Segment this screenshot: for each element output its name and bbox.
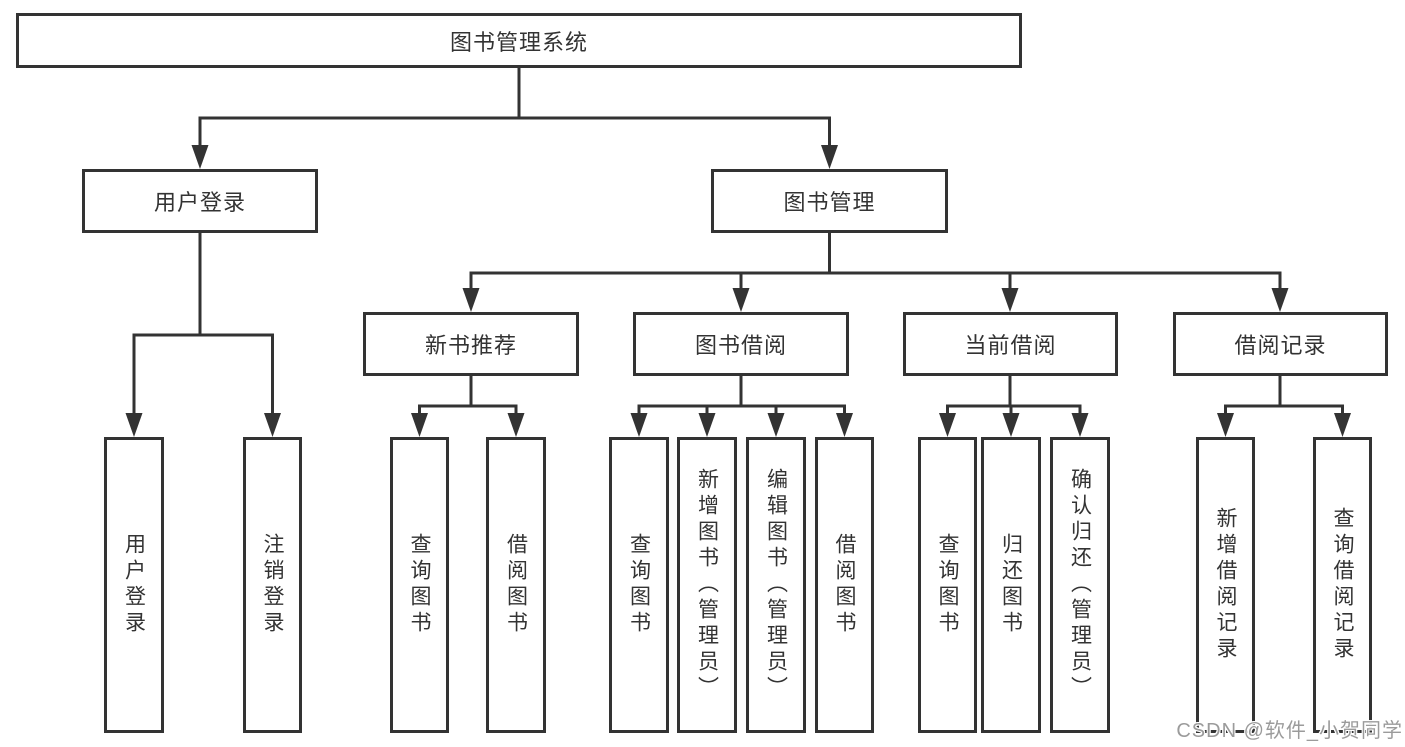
leaf-borrow-books-recommend: 借阅图书: [486, 437, 546, 733]
leaf-query-borrow-record: 查询借阅记录: [1313, 437, 1372, 733]
arrow-down-icon: [1217, 413, 1234, 437]
arrow-down-icon: [698, 413, 716, 437]
arrow-down-icon: [836, 413, 853, 437]
node-label: 借阅记录: [1234, 333, 1327, 358]
node-label: 新增图书（管理员）: [695, 468, 719, 702]
leaf-confirm-return-admin: 确认归还（管理员）: [1050, 437, 1110, 733]
node-label: 查询图书: [408, 533, 431, 637]
node-borrowing-records: 借阅记录: [1173, 312, 1388, 376]
node-label: 新书推荐: [424, 333, 517, 358]
node-label: 用户登录: [122, 533, 146, 637]
arrow-down-icon: [1271, 288, 1289, 312]
node-label: 当前借阅: [964, 333, 1057, 358]
arrow-down-icon: [462, 288, 480, 312]
leaf-query-books-recommend: 查询图书: [390, 437, 449, 733]
leaf-logout: 注销登录: [243, 437, 302, 733]
arrow-down-icon: [821, 145, 838, 169]
arrow-down-icon: [732, 288, 750, 312]
node-label: 借阅图书: [833, 533, 856, 637]
node-label: 借阅图书: [504, 533, 528, 637]
arrow-down-icon: [1002, 413, 1020, 437]
node-label: 用户登录: [153, 190, 246, 215]
leaf-query-books-current: 查询图书: [918, 437, 977, 733]
node-label: 图书管理: [783, 190, 876, 215]
arrow-down-icon: [939, 413, 956, 437]
node-label: 注销登录: [261, 533, 284, 637]
node-label: 图书借阅: [694, 333, 787, 358]
arrow-down-icon: [1334, 413, 1351, 437]
node-book-management: 图书管理: [711, 169, 948, 233]
node-label: 查询图书: [936, 533, 959, 637]
node-root: 图书管理系统: [16, 13, 1022, 68]
arrow-down-icon: [125, 413, 143, 437]
leaf-edit-books-admin: 编辑图书（管理员）: [746, 437, 806, 733]
leaf-return-books: 归还图书: [981, 437, 1041, 733]
leaf-query-books-borrowing: 查询图书: [609, 437, 669, 733]
arrow-down-icon: [1001, 288, 1019, 312]
leaf-add-books-admin: 新增图书（管理员）: [677, 437, 737, 733]
arrow-down-icon: [1071, 413, 1089, 437]
arrow-down-icon: [411, 413, 428, 437]
node-book-borrowing: 图书借阅: [633, 312, 849, 376]
node-new-book-recommend: 新书推荐: [363, 312, 579, 376]
node-label: 查询图书: [627, 533, 651, 637]
arrow-down-icon: [630, 413, 648, 437]
leaf-borrow-books: 借阅图书: [815, 437, 874, 733]
csdn-watermark: CSDN @软件_小贺同学: [1176, 720, 1403, 742]
arrow-down-icon: [264, 413, 281, 437]
arrow-down-icon: [767, 413, 785, 437]
node-label: 图书管理系统: [449, 29, 588, 55]
node-current-borrowing: 当前借阅: [903, 312, 1118, 376]
node-label: 新增借阅记录: [1214, 507, 1237, 663]
arrow-down-icon: [191, 145, 209, 169]
node-label: 查询借阅记录: [1331, 507, 1354, 663]
leaf-add-borrow-record: 新增借阅记录: [1196, 437, 1255, 733]
node-label: 确认归还（管理员）: [1068, 468, 1092, 702]
node-user-login: 用户登录: [82, 169, 318, 233]
leaf-user-login: 用户登录: [104, 437, 164, 733]
node-label: 编辑图书（管理员）: [764, 468, 788, 702]
arrow-down-icon: [507, 413, 525, 437]
node-label: 归还图书: [999, 533, 1023, 637]
